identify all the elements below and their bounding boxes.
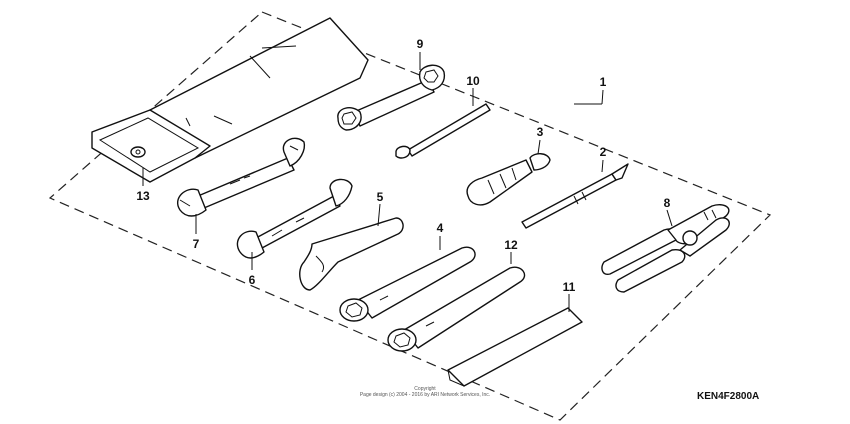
pliers-8 (601, 204, 730, 293)
callout-12: 12 (504, 238, 518, 252)
diagram-code: KEN4F2800A (697, 391, 760, 402)
callout-9: 9 (417, 37, 424, 51)
copyright-line-2: Page design (c) 2004 - 2016 by ARI Netwo… (359, 392, 491, 398)
callout-13: 13 (136, 189, 150, 203)
callout-3: 3 (537, 125, 544, 139)
extension-bar-10 (395, 103, 491, 159)
callout-2: 2 (600, 145, 607, 159)
callout-labels: 1 2 3 4 5 6 7 8 9 10 11 12 13 (136, 37, 670, 294)
box-wrench-12 (387, 266, 526, 352)
wrench-7 (177, 137, 306, 217)
screwdriver-bit-2 (521, 163, 629, 229)
callout-5: 5 (377, 190, 384, 204)
socket-wrench-9 (337, 64, 446, 131)
callout-10: 10 (466, 74, 480, 88)
callout-7: 7 (193, 237, 200, 251)
callout-8: 8 (664, 196, 671, 210)
box-wrench-4 (339, 246, 476, 322)
screwdriver-handle-3 (466, 153, 551, 206)
kit-boundary (48, 11, 772, 421)
pin-spanner-5 (299, 217, 404, 291)
callout-4: 4 (437, 221, 444, 235)
callout-11: 11 (563, 280, 576, 294)
handle-11 (447, 307, 583, 387)
tool-bag (91, 17, 369, 183)
copyright-notice: Copyright Page design (c) 2004 - 2016 by… (330, 386, 520, 398)
copyright-line-1: Copyright (414, 386, 436, 392)
wrench-6 (236, 178, 353, 259)
callout-1: 1 (600, 75, 607, 89)
leader-lines (142, 52, 673, 312)
callout-6: 6 (249, 273, 256, 287)
